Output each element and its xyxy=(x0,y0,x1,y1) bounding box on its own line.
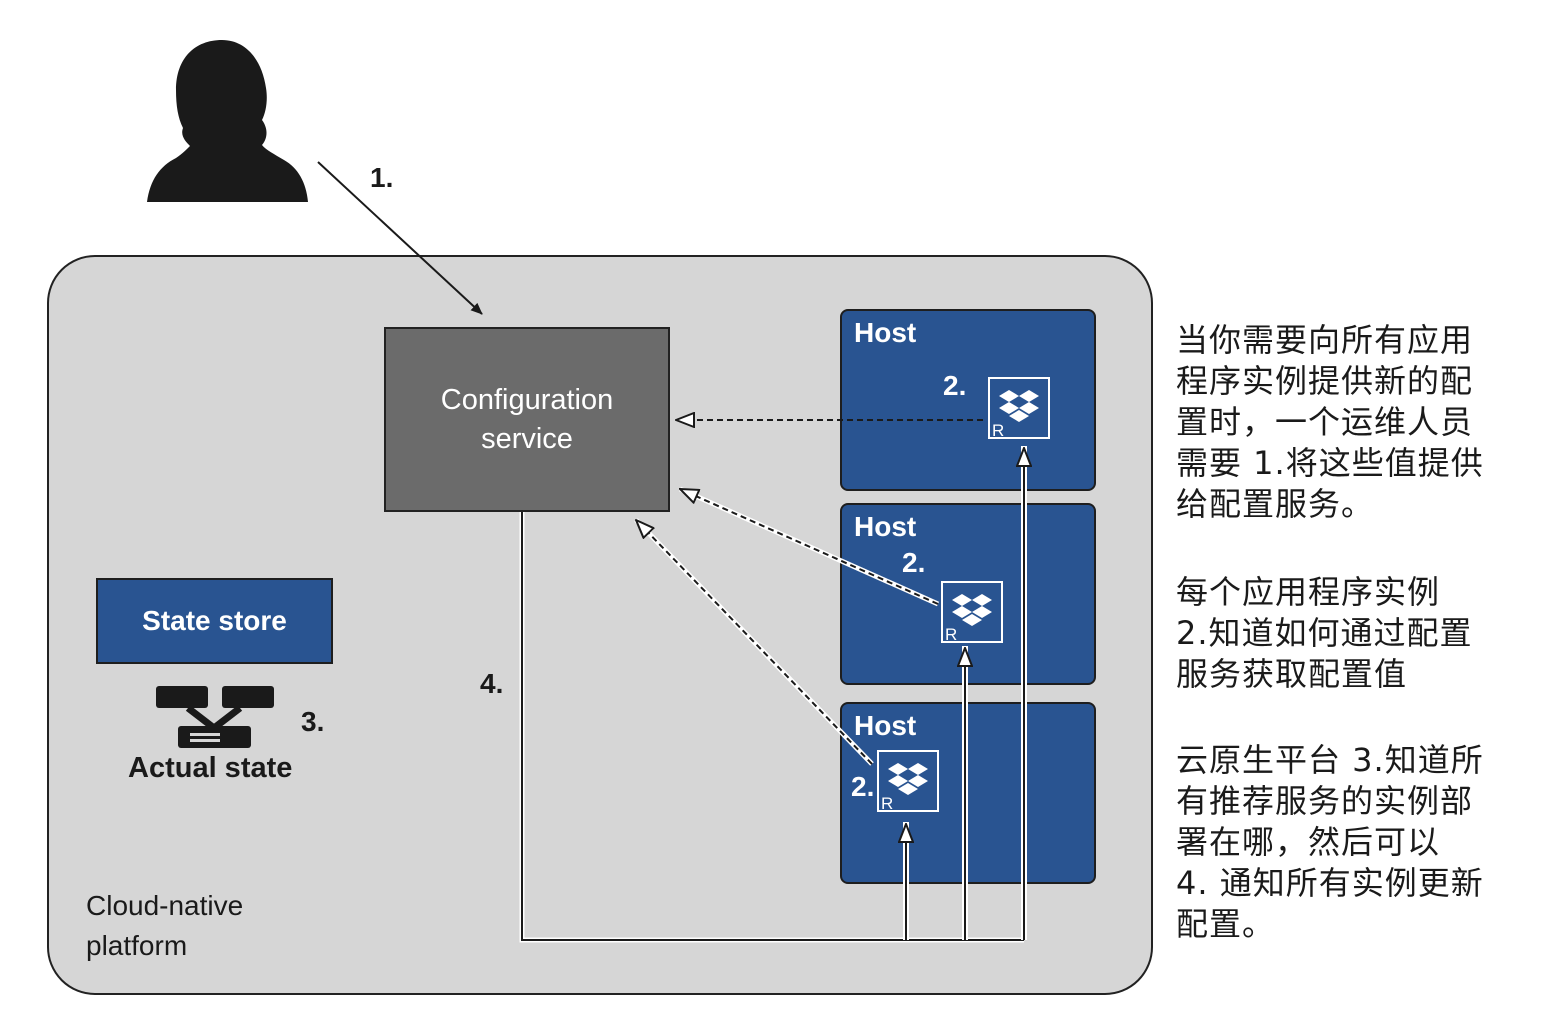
annotation-1: 当你需要向所有应用 程序实例提供新的配 置时，一个运维人员 需要 1.将这些值提… xyxy=(1176,321,1484,523)
state-store-box: State store xyxy=(96,578,333,664)
app-badge-2: R xyxy=(945,625,957,644)
app-instance-1: R xyxy=(988,377,1050,440)
app-instance-3: R xyxy=(877,750,939,813)
app-badge-3: R xyxy=(881,794,893,813)
step4-label: 4. xyxy=(480,668,504,699)
host-label-1: Host xyxy=(854,317,917,348)
dropbox-icon xyxy=(888,763,928,795)
host-label-3: Host xyxy=(854,710,917,741)
person-silhouette-icon xyxy=(147,40,308,202)
configuration-service-box: Configuration service xyxy=(384,327,670,512)
app-badge-1: R xyxy=(992,421,1004,440)
state-store-label: State store xyxy=(142,605,287,636)
step1-label: 1. xyxy=(370,162,394,193)
host-box-1: Host xyxy=(840,309,1096,491)
configuration-service-label: Configuration service xyxy=(440,383,614,455)
platform-label: Cloud-native platform xyxy=(86,890,244,961)
host-step-1: 2. xyxy=(943,370,966,401)
annotation-2: 每个应用程序实例 2.知道如何通过配置 服务获取配置值 xyxy=(1176,573,1473,693)
step3-label: 3. xyxy=(301,706,325,737)
dashed-arrow-host3 xyxy=(636,520,873,765)
actual-state-icon xyxy=(156,686,274,748)
host-step-3: 2. xyxy=(851,771,874,802)
arrow-step1 xyxy=(317,161,483,315)
notify-lines xyxy=(519,446,1024,943)
annotation-3: 云原生平台 3.知道所 有推荐服务的实例部 署在哪，然后可以 4. 通知所有实例… xyxy=(1176,741,1484,943)
host-label-2: Host xyxy=(854,511,917,542)
dropbox-icon xyxy=(999,390,1039,422)
app-instance-2: R xyxy=(941,581,1003,644)
dropbox-icon xyxy=(952,594,992,626)
actual-state-label: Actual state xyxy=(128,752,293,784)
host-step-2: 2. xyxy=(902,547,925,578)
dashed-arrow-host2 xyxy=(680,489,939,605)
